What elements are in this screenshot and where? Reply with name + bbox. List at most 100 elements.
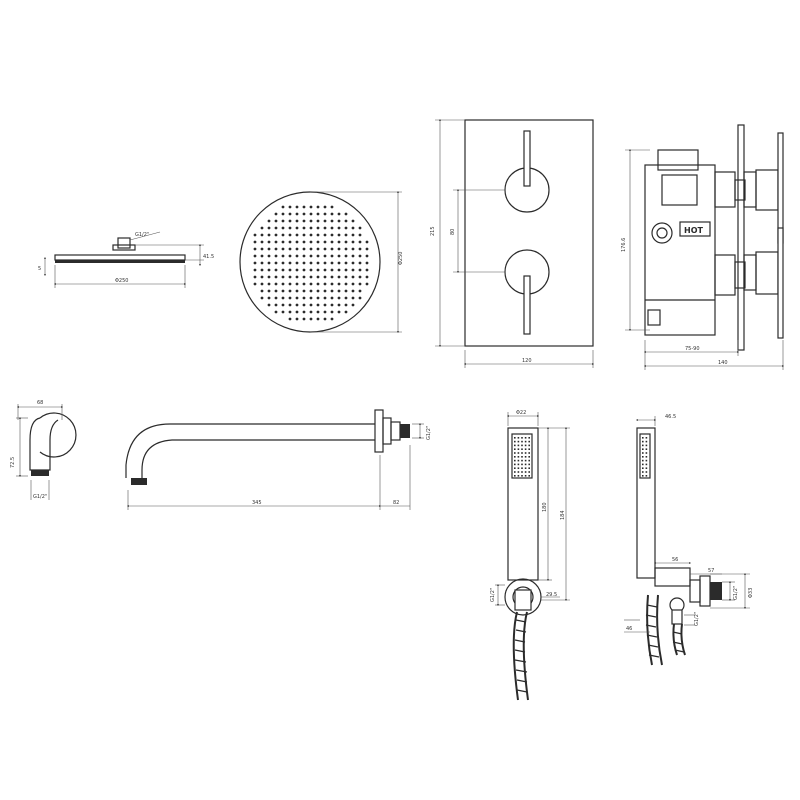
handset-nozzle [517,459,520,462]
nozzle-dot [316,212,320,216]
wall-outlet-body [654,567,691,587]
nozzle-dot [302,289,306,293]
nozzle-dot [274,289,278,293]
nozzle-dot [302,303,306,307]
nozzle-dot [358,247,362,251]
showerhead-height-left: 5 [38,266,41,272]
valve-spacing-label: 80 [450,229,456,235]
nozzle-dot [309,275,313,279]
nozzle-dot [337,233,341,237]
elbow-thread [31,470,49,476]
nozzle-dot [288,275,292,279]
nozzle-dot [260,275,264,279]
handset-nozzle [517,471,520,473]
arm-tube-outer [125,423,375,478]
handset-nozzle [642,459,644,462]
nozzle-dot [358,261,362,265]
nozzle-dot [260,226,264,230]
nozzle-dot [323,317,327,321]
nozzle-dot [274,282,278,286]
handset-nozzle [645,437,648,439]
nozzle-dot [316,219,320,223]
nozzle-dot [337,226,341,230]
nozzle-dot [281,268,285,272]
valve-height-label: 215 [430,226,436,236]
nozzle-dot [281,303,285,307]
nozzle-dot [288,240,292,244]
nozzle-dot [288,282,292,286]
handset-nozzle [528,444,530,447]
handset-nozzle [645,456,648,458]
nozzle-dot [316,247,320,251]
handset-nozzle [514,440,516,443]
handset-nozzle [528,471,530,473]
nozzle-dot [288,226,292,230]
nozzle-dot [295,240,299,244]
nozzle-dot [295,282,299,286]
knob-lever-bottom [777,227,784,339]
handshower-front-view: Φ22 180 184 29.5 G1/2" [490,410,570,701]
nozzle-dot [295,219,299,223]
nozzle-dot [323,268,327,272]
handset-width-label: Φ22 [516,410,526,416]
nozzle-dot [260,233,264,237]
nozzle-dot [344,310,348,314]
nozzle-dot [337,275,341,279]
handset-nozzle [642,475,644,477]
nozzle-dot [274,268,278,272]
nozzle-dot [344,254,348,258]
handset-nozzle [528,437,530,439]
nozzle-dot [344,219,348,223]
nozzle-dot [316,233,320,237]
nozzle-dot [274,212,278,216]
nozzle-dot [358,275,362,279]
handset-nozzle [642,467,644,469]
handset-nozzle [521,471,523,473]
nozzle-dot [344,268,348,272]
nozzle-dot [281,240,285,244]
handset-nozzle [528,459,530,462]
nozzle-dot [295,247,299,251]
nozzle-dot [260,261,264,265]
nozzle-dot [288,296,292,300]
nozzle-dot [337,240,341,244]
nozzle-dot [295,310,299,314]
cover-plate-edge [737,124,745,351]
showerhead-disc [239,191,381,333]
nozzle-dot [316,296,320,300]
nozzle-dot [281,261,285,265]
nozzle-dot [337,254,341,258]
nozzle-dot [302,261,306,265]
showerhead-diameter-label: Φ250 [115,278,128,284]
nozzle-dot [274,219,278,223]
nozzle-dot [316,226,320,230]
nozzle-dot [330,254,334,258]
nozzle-dot [309,233,313,237]
nozzle-dot [316,268,320,272]
handset-nozzle [521,463,523,466]
nozzle-dot [267,282,271,286]
arm-inlet-thread [400,424,410,438]
nozzle-dot [274,233,278,237]
nozzle-dot [365,282,369,286]
nozzle-dot [365,261,369,265]
nozzle-dot [288,233,292,237]
nozzle-dot [302,317,306,321]
nozzle-dot [267,261,271,265]
hot-label-box [679,221,711,237]
nozzle-dot [288,268,292,272]
valve-width-label: 120 [522,358,532,364]
handset-nozzle [524,456,527,458]
nozzle-dot [281,289,285,293]
handset-nozzle [514,448,516,450]
handset-nozzle [514,467,516,469]
nozzle-dot [358,240,362,244]
handset-nozzle [514,456,516,458]
nozzle-dot [330,212,334,216]
handset-nozzle [517,463,520,466]
handset-hose [512,611,529,701]
nozzle-dot [323,219,327,223]
nozzle-dot [351,268,355,272]
handset-nozzle [642,437,644,439]
nozzle-dot [267,240,271,244]
